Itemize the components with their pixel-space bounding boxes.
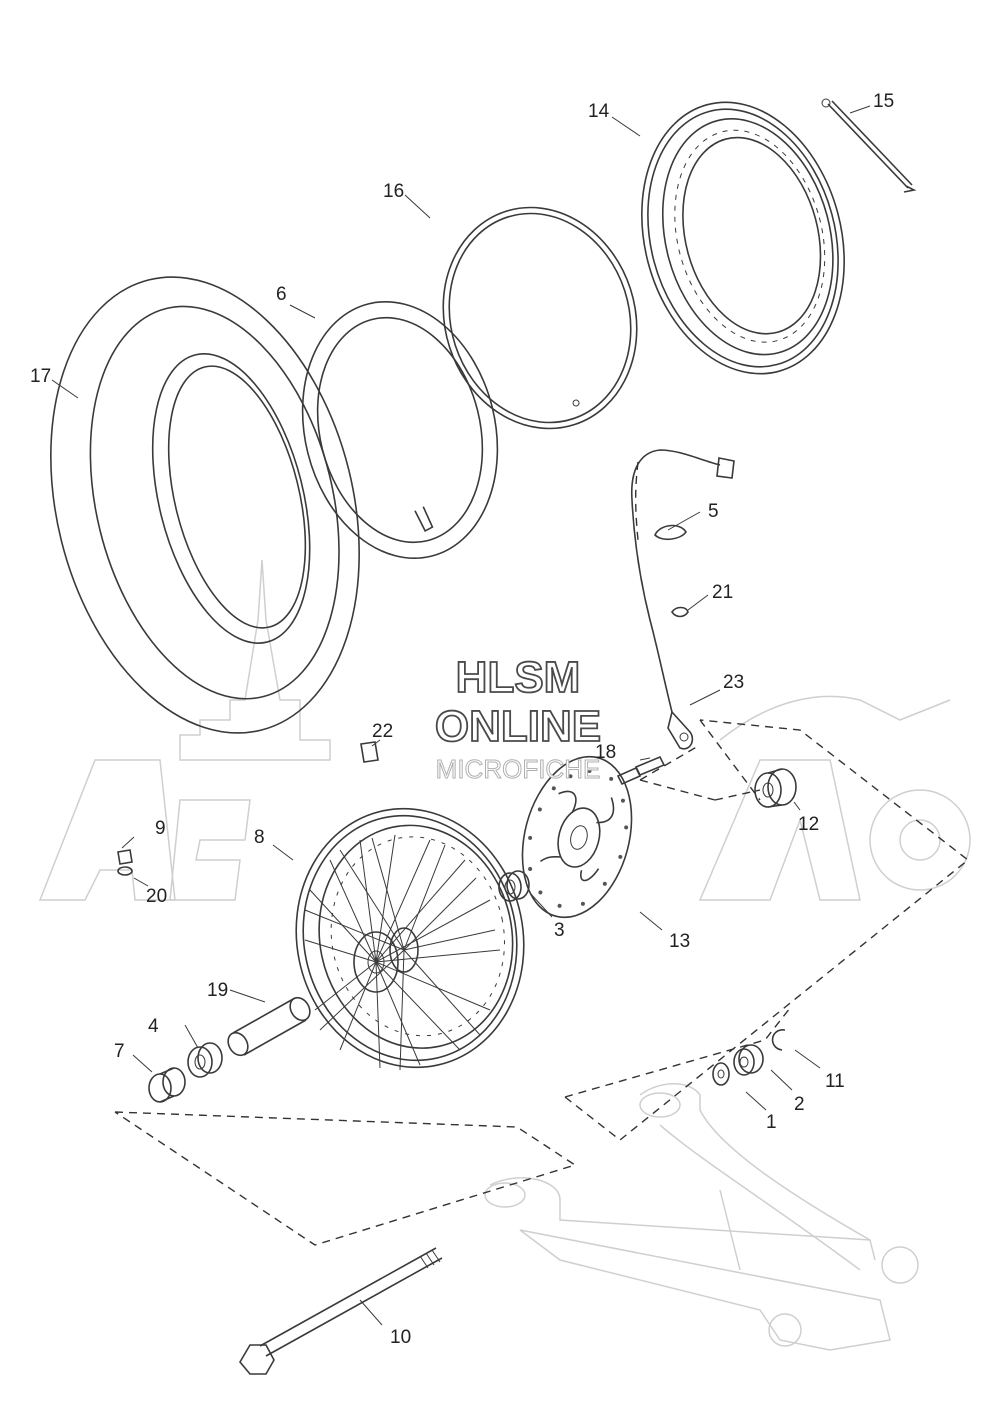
watermark-line3: MICROFICHE	[436, 754, 601, 784]
part-18-bolt	[616, 755, 666, 786]
part-6-inner-tube	[301, 300, 499, 560]
background-watermark-art	[38, 559, 971, 1351]
part-21-wire-clip	[671, 606, 689, 618]
callout-12: 12	[798, 814, 819, 835]
part-7-spacer	[148, 1067, 186, 1103]
callout-19: 19	[207, 980, 228, 1001]
callout-2: 2	[794, 1094, 805, 1115]
part-9-valve-cap	[117, 849, 133, 865]
callout-11: 11	[825, 1071, 845, 1092]
part-14-rim	[641, 101, 845, 375]
callout-21: 21	[712, 582, 733, 603]
part-8-spoked-wheel	[295, 807, 525, 1071]
part-2-adjuster	[733, 1044, 764, 1076]
callout-13: 13	[669, 931, 690, 952]
callout-5: 5	[708, 501, 719, 522]
callout-7: 7	[114, 1041, 125, 1062]
hlsm-watermark: HLSM ONLINE MICROFICHE	[434, 652, 602, 784]
callout-1: 1	[766, 1112, 777, 1133]
callout-22: 22	[372, 721, 393, 742]
part-4-bearing	[187, 1042, 223, 1078]
part-10-axle	[239, 1247, 443, 1375]
callout-labels: 1 2 3 4 5 6 7 8 9 10 11 12 13 14 15 16 1…	[30, 91, 894, 1348]
callout-10: 10	[390, 1327, 411, 1348]
callout-4: 4	[148, 1016, 159, 1037]
callout-16: 16	[383, 181, 404, 202]
callout-6: 6	[276, 284, 287, 305]
watermark-line2: ONLINE	[435, 702, 601, 751]
callout-17: 17	[30, 366, 51, 387]
part-15-spoke	[821, 98, 917, 193]
callout-8: 8	[254, 827, 265, 848]
callout-23: 23	[723, 672, 744, 693]
callout-14: 14	[588, 101, 610, 122]
part-17-tire	[50, 276, 360, 734]
callout-15: 15	[873, 91, 894, 112]
part-11-retaining-clip	[771, 1029, 786, 1051]
part-20-valve-nut	[117, 866, 133, 876]
part-5-wire-clip	[654, 524, 687, 541]
part-23-sensor	[630, 449, 735, 750]
callout-3: 3	[554, 920, 565, 941]
callout-20: 20	[146, 886, 167, 907]
part-13-brake-disc	[521, 755, 633, 919]
part-22-label	[360, 741, 379, 763]
part-12-spacer	[754, 768, 797, 808]
watermark-line1: HLSM	[456, 653, 581, 702]
callout-9: 9	[155, 818, 166, 839]
part-16-rim-strip	[442, 206, 638, 430]
part-1-washer	[712, 1062, 730, 1086]
leader-lines	[51, 105, 871, 1326]
part-19-spacer-tube	[227, 996, 311, 1057]
callout-18: 18	[595, 742, 616, 763]
assembly-dashed-lines	[114, 461, 970, 1246]
